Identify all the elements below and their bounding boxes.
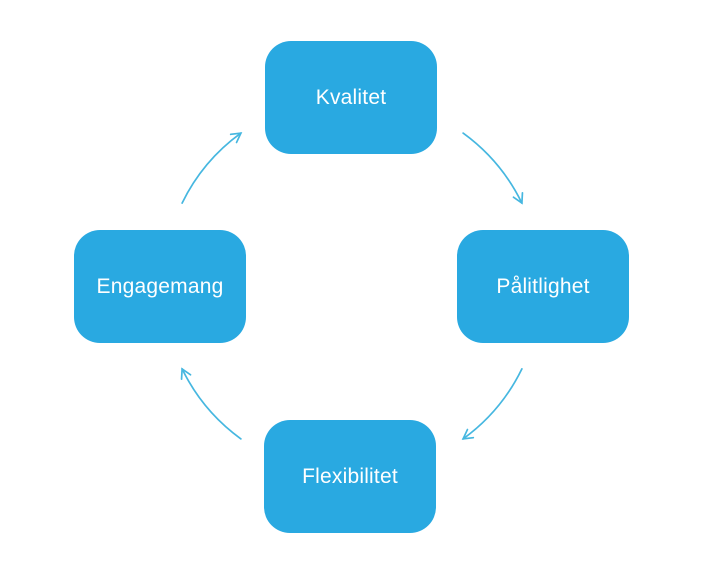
node-flexibilitet: Flexibilitet: [264, 420, 436, 533]
node-engagemang: Engagemang: [74, 230, 246, 343]
node-kvalitet: Kvalitet: [265, 41, 437, 154]
node-palitlighet: Pålitlighet: [457, 230, 629, 343]
cycle-arrow-bottom-to-left: [180, 367, 242, 440]
cycle-arrow-top-to-right: [462, 132, 524, 205]
node-palitlighet-label: Pålitlighet: [496, 274, 590, 298]
node-kvalitet-label: Kvalitet: [315, 85, 387, 109]
node-flexibilitet-label: Flexibilitet: [302, 464, 398, 488]
cycle-arrow-right-to-bottom: [461, 368, 523, 440]
node-engagemang-label: Engagemang: [96, 274, 224, 298]
cycle-arrow-left-to-top: [181, 132, 243, 204]
